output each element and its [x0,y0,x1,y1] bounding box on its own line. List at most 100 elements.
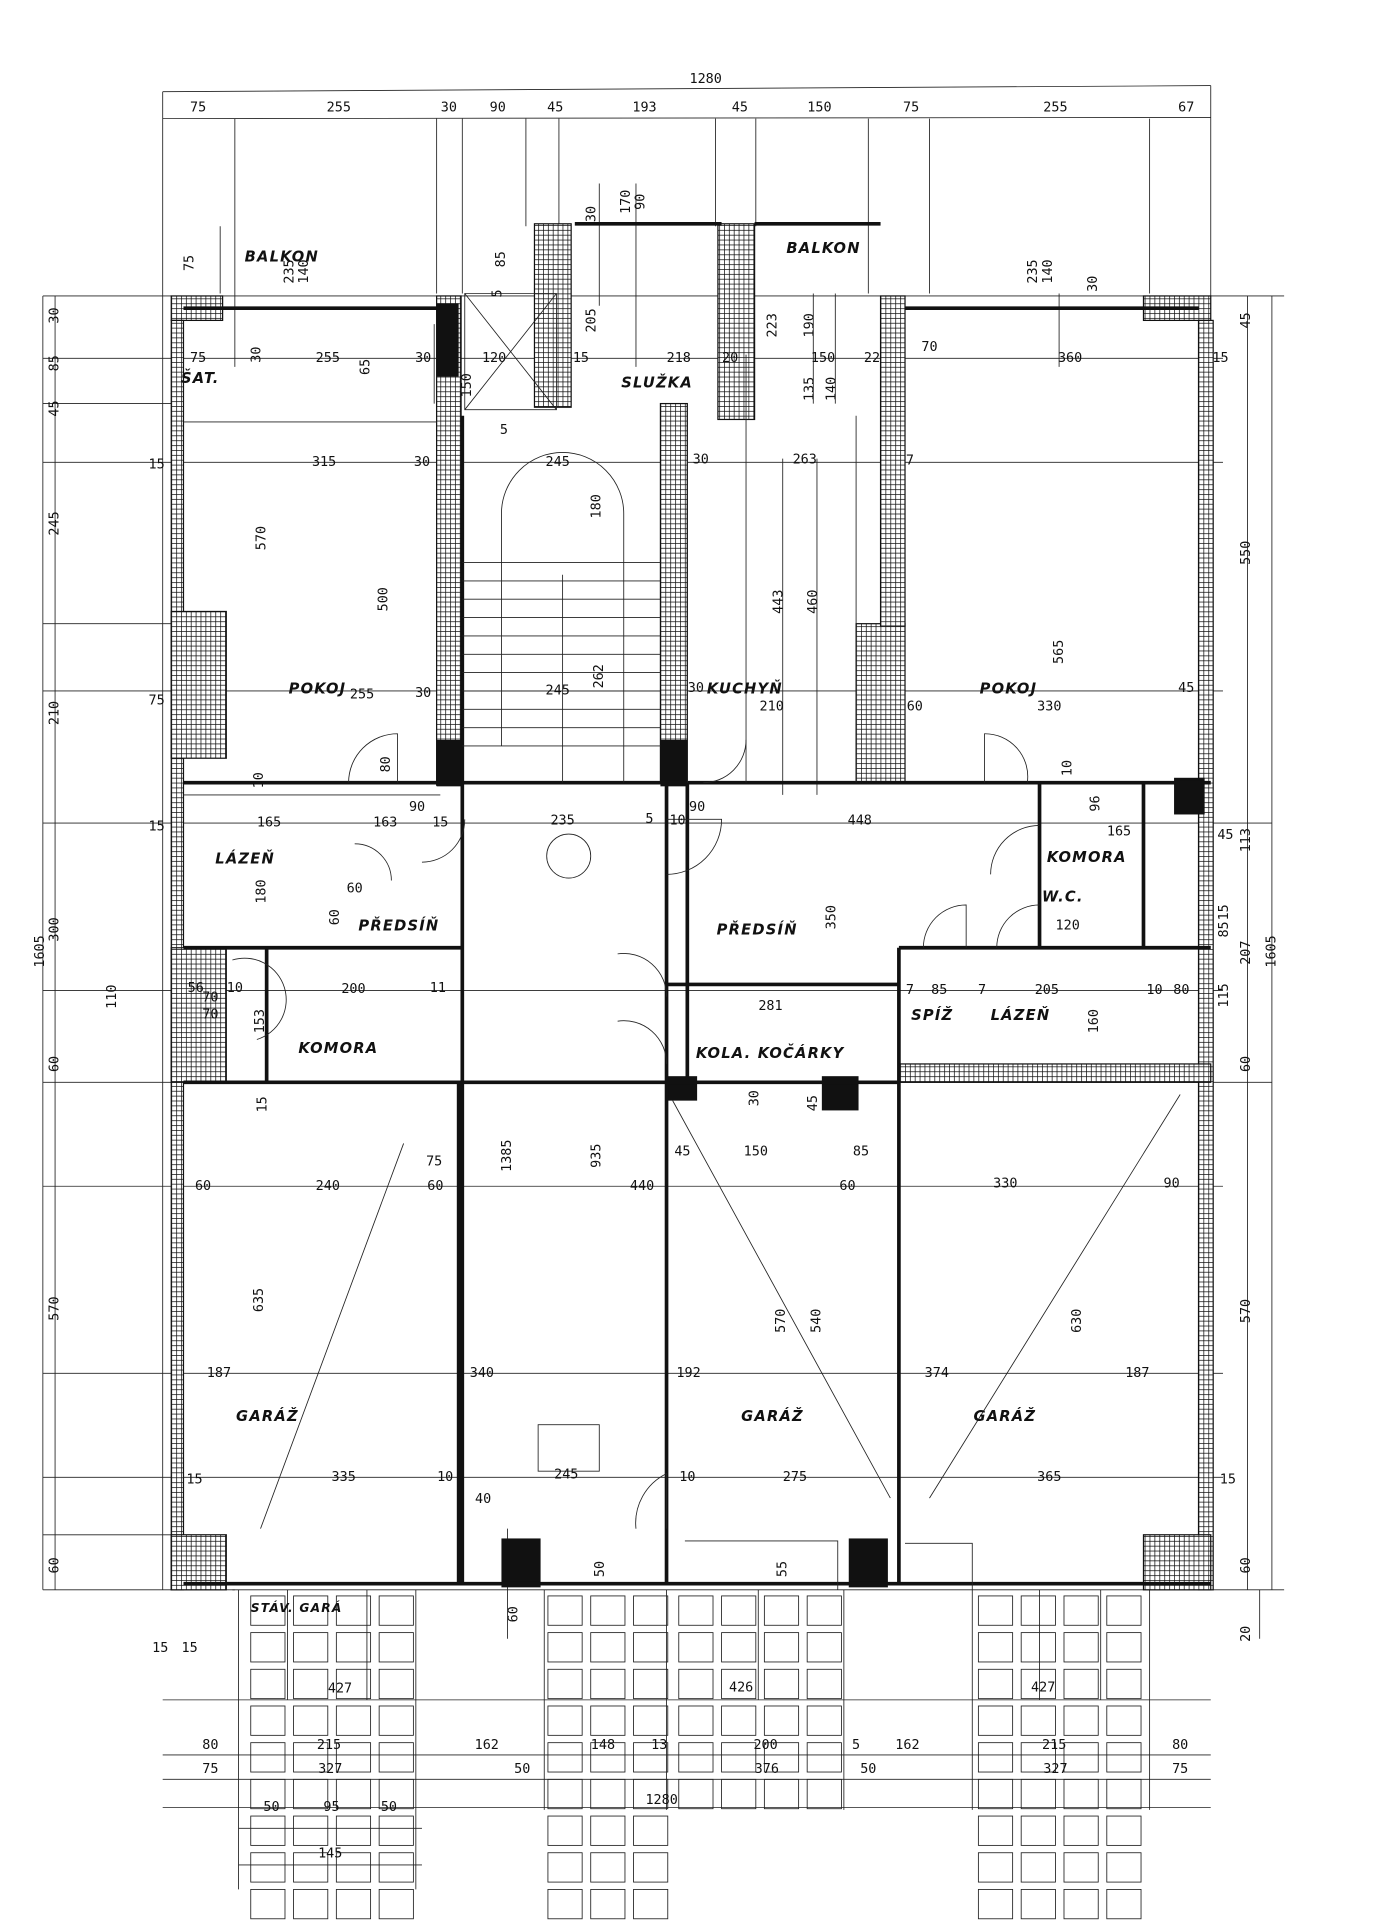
dimension-label: 67 [1178,100,1194,115]
dimension-label: 55 [775,1561,790,1577]
paving-tile [378,1632,414,1663]
dimension-label: 15 [573,351,589,366]
dimension-label: 150 [744,1145,768,1160]
room-label: SLUŽKA [621,375,693,392]
dimension-label: 45 [1178,681,1194,696]
room-labels: BALKON BALKON SLUŽKA ŠAT. POKOJ KUCHYŇ P… [181,240,1126,1615]
paving-tile [763,1705,800,1736]
dimension-label: 60 [48,1056,63,1072]
staircase [462,452,661,1472]
paving-tile [633,1778,669,1810]
paving-tile [721,1595,757,1626]
paving-tile [293,1742,329,1773]
dimension-label: 30 [415,351,431,366]
room-label: PŘEDSÍŇ [717,920,798,938]
paving-tile [763,1632,800,1663]
dimension-label: 935 [590,1144,605,1168]
room-label: SPÍŽ [911,1006,953,1024]
dimension-label: 245 [48,511,63,535]
dimension-label: 60 [195,1179,211,1194]
paving-tile [547,1852,583,1883]
paving-tile [250,1705,286,1736]
paving-tile [721,1632,757,1663]
dimension-label: 45 [547,100,563,115]
paving-tile [1106,1778,1142,1810]
dimension-label: 56 [188,981,204,996]
paving-tile [977,1632,1014,1663]
dimension-label: 235 [1026,259,1041,283]
dimension-label: 45 [732,100,748,115]
paving-tile [806,1705,842,1736]
dimension-label: 500 [377,587,392,611]
dimension-label: 10 [227,981,243,996]
dimension-label: 85 [1217,921,1232,937]
dimension-label: 60 [48,1557,63,1573]
paving-tile [293,1815,329,1846]
dimension-label: 7 [978,983,986,998]
paving-tile [250,1815,286,1846]
paving-tile [293,1705,329,1736]
dimension-label: 570 [254,526,269,550]
paving-tile [678,1595,714,1626]
dimension-label: 45 [48,400,63,416]
paving-tile [678,1778,714,1810]
dimension-label: 245 [554,1468,578,1483]
dimension-label: 50 [593,1561,608,1577]
dimension-label: 80 [379,756,394,772]
dimension-label: 330 [1037,700,1061,715]
paving-tile [335,1595,372,1626]
room-label: KUCHYŇ [707,680,783,697]
dimension-label: 150 [807,100,831,115]
dimension-label: 60 [506,1606,521,1622]
dimension-label: 570 [774,1309,789,1333]
dimension-label: 245 [546,455,570,470]
room-label: GARÁŽ [973,1407,1036,1425]
dimension-label: 5 [500,423,508,438]
paving-tile [1063,1705,1099,1736]
paving-tile [678,1705,714,1736]
dimension-label: 218 [667,351,691,366]
dimension-label: 30 [415,686,431,701]
dimension-label: 30 [693,452,709,467]
dimension-label: 148 [591,1738,615,1753]
dimension-label: 30 [441,100,457,115]
paving-tile [806,1595,842,1626]
paving-tile [250,1632,286,1663]
dimension-label: 20 [1239,1626,1254,1642]
paving-tile [335,1852,372,1883]
dimension-label: 207 [1239,941,1254,965]
dimension-label: 90 [490,100,506,115]
dimension-label: 210 [760,700,784,715]
paving-tile [293,1632,329,1663]
dimension-label: 30 [1086,276,1101,292]
dimension-label: 115 [1217,983,1232,1007]
dimension-label: 30 [747,1090,762,1106]
paving-tile [1063,1815,1099,1846]
dimension-label: 75 [202,1762,218,1777]
dimension-label: 45 [674,1145,690,1160]
paving-tile [590,1888,626,1920]
dimension-label: 5 [645,812,653,827]
dimension-label: 10 [1060,760,1075,776]
paving-tile [1020,1815,1056,1846]
dimension-label: 160 [1087,1009,1102,1033]
dimension-label: 360 [1058,351,1082,366]
dimension-label: 245 [546,684,570,699]
dimension-label: 300 [48,917,63,941]
dimension-label: 60 [347,882,363,897]
paving-tile [335,1778,372,1810]
paving-tile [763,1778,800,1810]
dimension-label: 223 [766,313,781,337]
dimension-label: 30 [688,681,704,696]
paving-tile [721,1668,757,1700]
dimension-label: 50 [381,1800,397,1815]
dimension-label: 70 [202,1008,218,1023]
dimension-label: 15 [256,1096,271,1112]
paving-tile [293,1668,329,1700]
dimension-label: 165 [1107,824,1131,839]
dimension-label: 85 [853,1145,869,1160]
dimension-label: 30 [48,307,63,323]
paving-tile [1106,1632,1142,1663]
dimension-label: 10 [1146,983,1162,998]
dimension-label: 45 [806,1095,821,1111]
